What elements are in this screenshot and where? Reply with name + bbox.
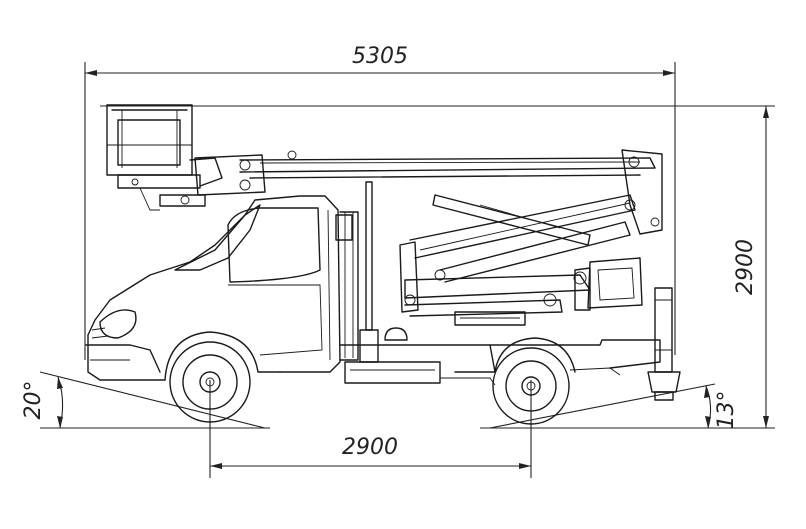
front-outrigger [339, 181, 373, 361]
dimension-departure-angle: 13° [480, 383, 739, 430]
dimension-overall-height: 2900 [100, 105, 775, 429]
overall-length-label: 5305 [352, 44, 408, 69]
dimension-wheelbase: 2900 [209, 380, 532, 478]
dimension-overall-length: 5305 [84, 44, 676, 360]
work-basket [106, 104, 223, 211]
aerial-boom [194, 149, 663, 326]
front-wheel [169, 341, 251, 423]
truck-chassis [339, 327, 661, 386]
approach-angle-label: 20° [21, 381, 46, 420]
rear-wheel [492, 347, 570, 425]
rear-outrigger [647, 287, 681, 401]
overall-height-label: 2900 [733, 239, 758, 295]
wheelbase-label: 2900 [342, 435, 398, 460]
control-cabin [574, 257, 643, 311]
departure-angle-label: 13° [714, 391, 739, 430]
truck-cab [85, 195, 353, 381]
